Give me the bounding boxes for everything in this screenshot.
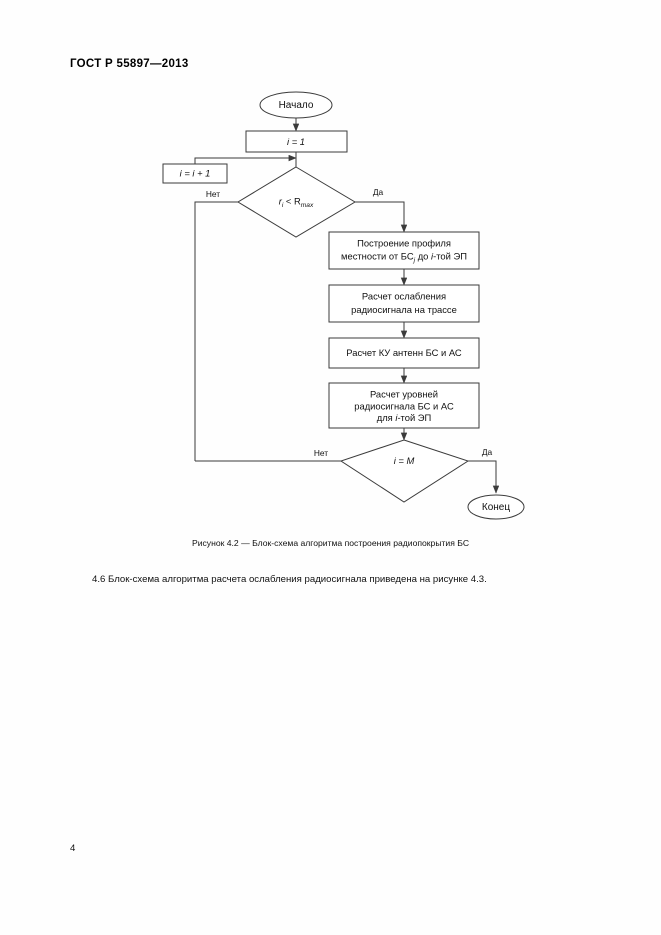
process-signal-levels <box>328 382 480 429</box>
body-paragraph: 4.6 Блок-схема алгоритма расчета ослабле… <box>92 574 487 585</box>
process-signal-levels-line3: для i-той ЭП <box>377 412 432 423</box>
profile-bs-subscript: j <box>413 257 416 264</box>
edge-label-decision-radius-no: Нет <box>206 189 220 199</box>
levels-i-var: i <box>395 412 398 423</box>
decision-radius-label: ri < Rmax <box>279 196 314 209</box>
process-terrain-profile <box>328 231 480 270</box>
connector-decision1-no <box>194 201 238 461</box>
process-antenna-gain <box>328 337 480 369</box>
edge-label-decision-end-yes: Да <box>482 447 493 457</box>
decision-loop-end-label: i = M <box>394 455 415 466</box>
levels-for-text: для <box>377 412 396 423</box>
decision-radius-rsubscript: max <box>301 202 314 209</box>
process-terrain-profile-line2: местности от БСj до i-той ЭП <box>341 251 467 264</box>
edge-label-decision-end-no: Нет <box>314 448 328 458</box>
process-init-label: i = 1 <box>287 136 305 147</box>
profile-do-text: до <box>415 251 431 262</box>
figure-caption: Рисунок 4.2 — Блок-схема алгоритма постр… <box>191 538 470 548</box>
process-terrain-profile-line1: Построение профиля <box>357 237 451 248</box>
connector-decision2-yes <box>468 460 500 494</box>
decision-end-eq-m: = M <box>396 455 415 466</box>
connector-increment-to-junction <box>194 154 297 164</box>
terminal-end-label: Конец <box>482 502 510 513</box>
decision-loop-end <box>339 439 470 503</box>
terminal-end <box>467 494 525 520</box>
profile-i-var: i <box>431 251 434 262</box>
page-number: 4 <box>70 843 76 854</box>
process-increment-label: i = i + 1 <box>180 167 211 178</box>
flowchart-figure: Начало i = 1 i = i + 1 ri < Rmax Да Нет … <box>0 80 661 540</box>
process-signal-attenuation-line2: радиосигнала на трассе <box>351 304 457 315</box>
process-antenna-gain-label: Расчет КУ антенн БС и АС <box>346 347 462 358</box>
process-signal-levels-line1: Расчет уровней <box>370 388 438 399</box>
process-signal-attenuation <box>328 284 480 323</box>
terminal-start-label: Начало <box>279 100 314 111</box>
document-standard-header: ГОСТ Р 55897—2013 <box>70 58 189 70</box>
process-init <box>245 130 348 153</box>
decision-radius-operator: < R <box>283 196 301 207</box>
profile-tail-text: -той ЭП <box>433 251 467 262</box>
process-signal-attenuation-line1: Расчет ослабления <box>362 290 446 301</box>
terminal-start <box>259 91 333 119</box>
edge-label-decision-radius-yes: Да <box>373 187 384 197</box>
profile-bs-text: местности от БС <box>341 251 414 262</box>
decision-radius-var: r <box>279 196 283 207</box>
decision-radius-subscript: i <box>282 202 284 209</box>
process-signal-levels-line2: радиосигнала БС и АС <box>354 400 454 411</box>
process-increment <box>162 163 228 184</box>
decision-end-i-var: i <box>394 455 397 466</box>
connector-decision1-yes <box>355 201 408 233</box>
decision-radius <box>237 166 356 238</box>
levels-tail-text: -той ЭП <box>397 412 431 423</box>
